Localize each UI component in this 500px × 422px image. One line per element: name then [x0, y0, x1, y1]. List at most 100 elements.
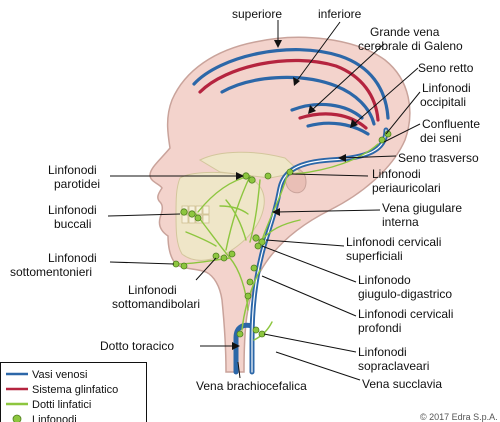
brachiocephalic-vein: [233, 322, 255, 375]
straight-sinus-blue: [306, 121, 370, 136]
pointer-periauricolari: [291, 173, 369, 177]
label-superiore: superiore: [232, 7, 282, 21]
arrowheads: [232, 40, 358, 350]
pointer-seno-retto: [353, 67, 419, 125]
labels-right: superiore inferiore Grande vena cerebral…: [196, 7, 480, 393]
pointer-sottomandibolari: [195, 257, 217, 281]
arrowhead: [274, 40, 282, 48]
arrowhead: [350, 119, 358, 128]
straight-sinus-red: [298, 112, 368, 130]
lymph-duct: [261, 171, 289, 241]
legend-label-venous: Vasi venosi: [32, 369, 87, 381]
lymph-node: [248, 176, 256, 184]
label-brachiocefalica: Vena brachiocefalica: [196, 379, 307, 393]
head-outline: [149, 36, 411, 373]
lymph-nodes: [172, 130, 392, 338]
lymph-node: [250, 264, 258, 272]
legend-box: [0, 362, 147, 422]
legend-label-lymph-node: Linfonodi: [32, 414, 77, 422]
label-buccali-2: buccali: [54, 217, 91, 231]
lymph-duct: [249, 179, 261, 243]
arrowhead: [293, 77, 300, 86]
lymph-node: [212, 252, 220, 260]
label-cervicali-sup-1: Linfonodi cervicali: [346, 235, 441, 249]
pointer-inferiore: [295, 21, 341, 83]
pointer-giugulare: [275, 209, 381, 213]
arrowhead: [338, 154, 346, 162]
label-sopraclaveari-1: Linfonodi: [358, 345, 407, 359]
lymph-duct: [241, 269, 261, 331]
label-sottomandibolari-2: sottomandibolari: [112, 297, 200, 311]
venous-inner-line: [251, 129, 387, 373]
lymph-node: [252, 234, 260, 242]
pointer-sottomentonieri: [109, 261, 175, 265]
superior-sinus-red: [198, 58, 380, 122]
arrowhead: [236, 172, 244, 180]
lymph-duct: [225, 199, 247, 241]
lymph-node: [180, 262, 188, 270]
label-occipitali-1: Linfonodi: [422, 81, 471, 95]
legend: Vasi venosi Sistema glinfatico Dotti lin…: [0, 362, 147, 422]
label-parotidei-2: parotidei: [54, 177, 100, 191]
legend-item-venous: Vasi venosi: [6, 369, 87, 381]
lymph-duct: [185, 231, 217, 247]
label-sopraclaveari-2: sopraclaveari: [358, 359, 429, 373]
label-periauricolari-1: Linfonodi: [372, 167, 421, 181]
lymph-node: [264, 172, 272, 180]
pointer-succlavia: [275, 351, 361, 381]
inferior-sinus-blue: [220, 75, 376, 126]
pointer-buccali: [107, 213, 181, 217]
lymph-node: [246, 278, 254, 286]
label-grande-vena-1: Grande vena: [370, 25, 440, 39]
lymph-node: [236, 330, 244, 338]
label-inferiore: inferiore: [318, 7, 362, 21]
label-cervicali-sup-2: superficiali: [346, 249, 403, 263]
label-giugulare-1: Vena giugulare: [382, 201, 462, 215]
galen-vein-blue: [290, 102, 364, 120]
label-cervicali-prof-1: Linfonodi cervicali: [358, 307, 453, 321]
lymph-node: [244, 292, 252, 300]
pointer-sopraclaveari: [263, 333, 357, 353]
pointer-lines: [107, 20, 421, 381]
label-sottomandibolari-1: Linfonodi: [128, 283, 177, 297]
lymph-node: [180, 208, 188, 216]
label-giugulare-2: interna: [382, 215, 419, 229]
legend-label-lymph-duct: Dotti linfatici: [32, 399, 91, 411]
label-digastrico-2: giugulo-digastrico: [358, 287, 452, 301]
pointer-cervicali-prof: [261, 275, 357, 317]
lymph-duct: [219, 205, 249, 215]
lymph-node: [220, 254, 228, 262]
label-cervicali-prof-2: profondi: [358, 321, 401, 335]
pointer-cervicali-sup: [265, 239, 345, 247]
pointer-brachiocefalica: [237, 361, 241, 379]
lymph-node: [188, 210, 196, 218]
pointer-digastrico: [261, 245, 357, 283]
lymph-duct: [229, 257, 249, 311]
label-sottomentonieri-1: Linfonodi: [48, 251, 97, 265]
pointer-confluente: [383, 123, 421, 143]
lymph-duct: [295, 143, 379, 175]
label-occipitali-2: occipitali: [420, 95, 466, 109]
label-succlavia: Vena succlavia: [362, 377, 442, 391]
copyright-text: © 2017 Edra S.p.A.: [420, 412, 498, 422]
label-sottomentonieri-2: sottomentonieri: [10, 265, 92, 279]
lymph-duct: [261, 219, 301, 241]
legend-item-lymph-duct: Dotti linfatici: [6, 399, 91, 411]
label-digastrico-1: Linfonodo: [358, 273, 411, 287]
legend-item-lymph-node: Linfonodi: [12, 414, 77, 422]
pointer-grande-vena: [311, 43, 385, 111]
arrowhead: [308, 105, 316, 114]
arrowhead: [232, 342, 240, 350]
label-confluente-1: Confluente: [422, 117, 480, 131]
label-dotto-toracico: Dotto toracico: [100, 339, 174, 353]
label-seno-trasverso: Seno trasverso: [398, 151, 479, 165]
label-periauricolari-2: periauricolari: [372, 181, 441, 195]
lymph-node: [252, 326, 260, 334]
legend-item-glymphatic: Sistema glinfatico: [6, 384, 118, 396]
label-seno-retto: Seno retto: [418, 61, 474, 75]
jugular-path: [233, 127, 389, 375]
lymph-node: [378, 136, 386, 144]
legend-label-glymphatic: Sistema glinfatico: [32, 384, 118, 396]
lymph-node: [194, 214, 202, 222]
label-grande-vena-2: cerebrale di Galeno: [358, 39, 463, 53]
